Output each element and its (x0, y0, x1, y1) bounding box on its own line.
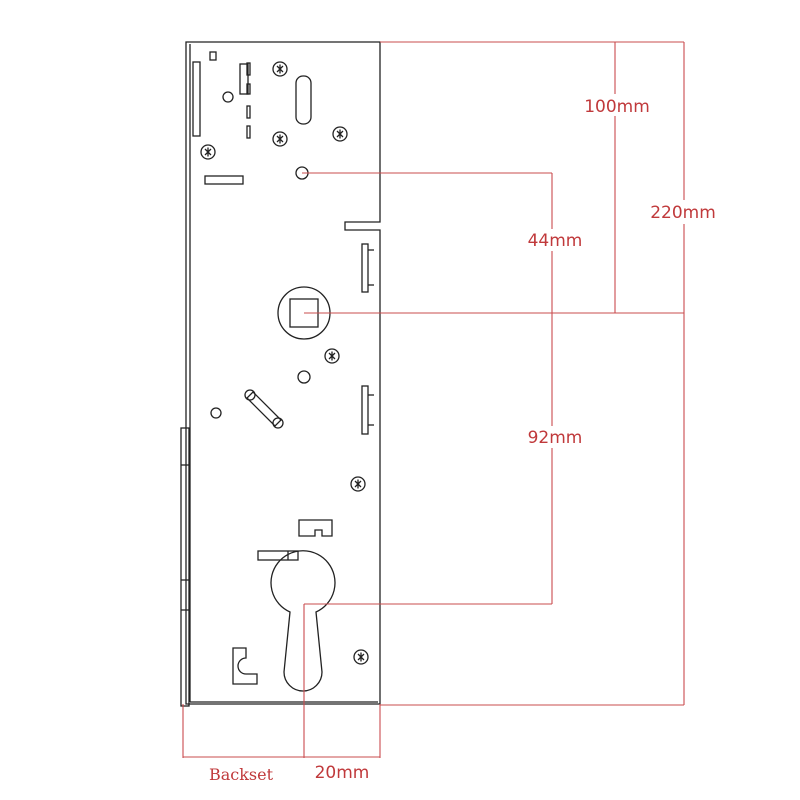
hole (210, 407, 222, 419)
hole (297, 370, 311, 384)
label-upper-hole-to-cylinder: 44mm (528, 231, 583, 251)
screw-icon (324, 348, 340, 364)
screw-icon (272, 61, 288, 77)
screw-icon (272, 131, 288, 147)
label-backset-value: 20mm (315, 763, 370, 783)
label-backset: Backset (209, 765, 274, 784)
small-slot-1 (246, 62, 251, 76)
hole (222, 91, 234, 103)
label-spindle-to-cylinder: 92mm (528, 428, 583, 448)
left-slot (192, 61, 201, 137)
horizontal-slot (204, 175, 244, 185)
latch-slot-upper (361, 243, 369, 293)
notch-plate (298, 519, 333, 537)
upper-tab (239, 63, 249, 95)
slide-bar (257, 550, 299, 561)
small-slot-3 (246, 105, 251, 119)
hook-cutout (232, 647, 258, 685)
small-slot-2 (246, 83, 251, 95)
lock-case-body (180, 41, 381, 707)
screw-icon (353, 649, 369, 665)
long-slot (295, 75, 312, 125)
latch-slot-lower (361, 385, 369, 435)
dimension-lines (182, 41, 685, 758)
top-notch (209, 51, 217, 61)
screw-icon (332, 126, 348, 142)
angled-pin (244, 389, 284, 429)
cylinder-cutout (270, 550, 336, 692)
label-spindle-to-top: 100mm (584, 97, 650, 117)
case-outline (185, 41, 381, 705)
small-slot-4 (246, 125, 251, 139)
label-overall-height: 220mm (650, 203, 716, 223)
screw-icon (350, 476, 366, 492)
screw-icon (200, 144, 216, 160)
faceplate-strip (180, 427, 190, 707)
